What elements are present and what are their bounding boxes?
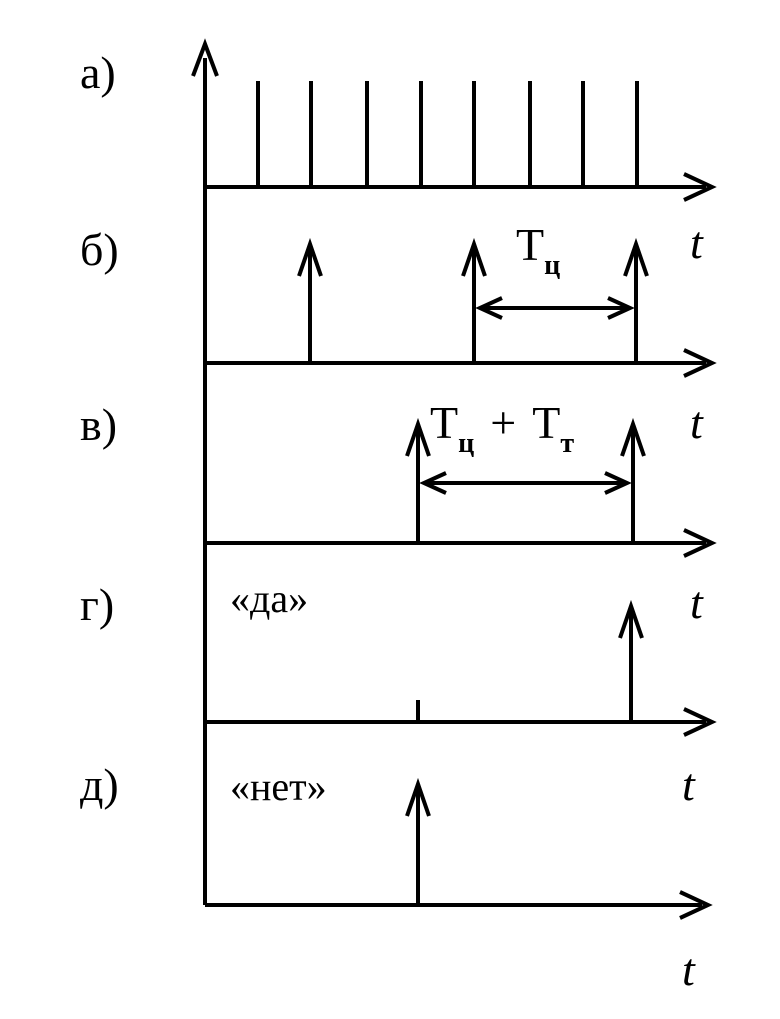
pulse-arrow [623, 237, 649, 363]
time-axis-a [205, 172, 717, 202]
period-subscript-1: ц [458, 428, 474, 459]
time-axis-b [205, 348, 717, 378]
period-subscript-2: т [560, 428, 574, 459]
clock-pulses [256, 81, 639, 187]
pulse-arrows-c [405, 417, 646, 543]
time-label-b: t [690, 217, 704, 268]
time-axis-e [205, 890, 713, 920]
row-label-a: а) [80, 47, 116, 98]
plus-sign: + [490, 397, 516, 448]
period-symbol-2: T [532, 397, 560, 448]
pulse-arrow [297, 237, 323, 363]
time-label-d: t [690, 577, 704, 628]
time-axis-c [205, 528, 717, 558]
period-arrow-c [419, 471, 632, 495]
pulse-arrow [618, 599, 644, 722]
period-subscript: ц [544, 250, 560, 281]
pulse-arrow [405, 777, 431, 905]
period-symbol-1: T [430, 397, 458, 448]
row-label-d: г) [80, 579, 114, 630]
row-label-b: б) [80, 224, 119, 275]
pulse-arrows-b [297, 237, 649, 363]
time-axis-d [205, 707, 717, 737]
time-label-f: t [682, 944, 696, 995]
pulse-arrow [461, 237, 487, 363]
no-label: «нет» [230, 764, 327, 809]
row-label-c: в) [80, 399, 117, 450]
pulse-arrow [405, 417, 431, 543]
period-label-b: Tц [516, 219, 560, 281]
yes-label: «да» [230, 576, 308, 621]
pulse-arrows-e [405, 777, 431, 905]
time-label-e: t [682, 759, 696, 810]
period-symbol: T [516, 219, 544, 270]
period-label-c: Tц + Tт [430, 397, 574, 459]
pulse-arrow [620, 417, 646, 543]
time-label-c: t [690, 397, 704, 448]
period-arrow-b [475, 296, 635, 320]
pulse-arrows-d [416, 599, 644, 722]
vertical-axis [191, 38, 219, 905]
row-label-e: д) [80, 759, 119, 810]
